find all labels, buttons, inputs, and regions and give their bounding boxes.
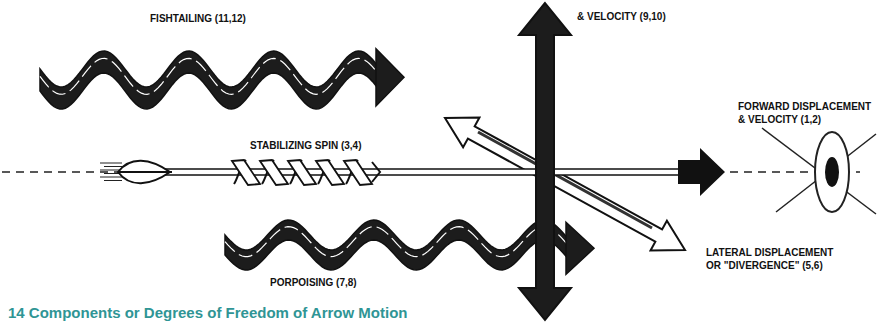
vertical-arrow — [519, 3, 571, 320]
forward-arrow — [678, 148, 725, 196]
motion-label: LATERAL DISPLACEMENT OR "DIVERGENCE" (5,… — [704, 246, 844, 272]
arrow-shaft — [150, 169, 680, 175]
fishtail-ribbon-head — [376, 49, 404, 106]
spin-helix-end — [372, 162, 380, 182]
motion-label: STABILIZING SPIN (3,4) — [248, 139, 364, 152]
fletching-vane — [118, 171, 172, 173]
target-center — [825, 157, 839, 187]
fishtail-ribbon — [40, 51, 378, 109]
porpoise-ribbon-head — [566, 222, 594, 274]
figure-caption: 14 Components or Degrees of Freedom of A… — [8, 304, 407, 321]
fishtail-ribbon-highlight — [40, 58, 378, 94]
spin-helix — [288, 160, 316, 185]
target-line — [762, 128, 876, 214]
target — [815, 132, 849, 212]
porpoise-ribbon-highlight — [225, 227, 568, 257]
lateral-arrow-shade — [478, 132, 652, 228]
nock-streak — [104, 180, 122, 181]
motion-label: FISHTAILING (11,12) — [148, 12, 248, 25]
motion-label: FORWARD DISPLACEMENT & VELOCITY (1,2) — [736, 100, 876, 126]
nock-streak — [100, 177, 122, 178]
motion-label: & VELOCITY (9,10) — [575, 10, 668, 23]
spin-helix — [316, 160, 344, 185]
spin-helix — [232, 160, 260, 185]
nock-streak — [100, 163, 122, 164]
porpoise-ribbon — [225, 220, 568, 270]
spin-helix — [260, 160, 288, 185]
lateral-arrow — [445, 118, 685, 251]
motion-label: PORPOISING (7,8) — [268, 276, 359, 289]
nock-streak — [104, 166, 122, 167]
spin-helix — [344, 160, 372, 185]
